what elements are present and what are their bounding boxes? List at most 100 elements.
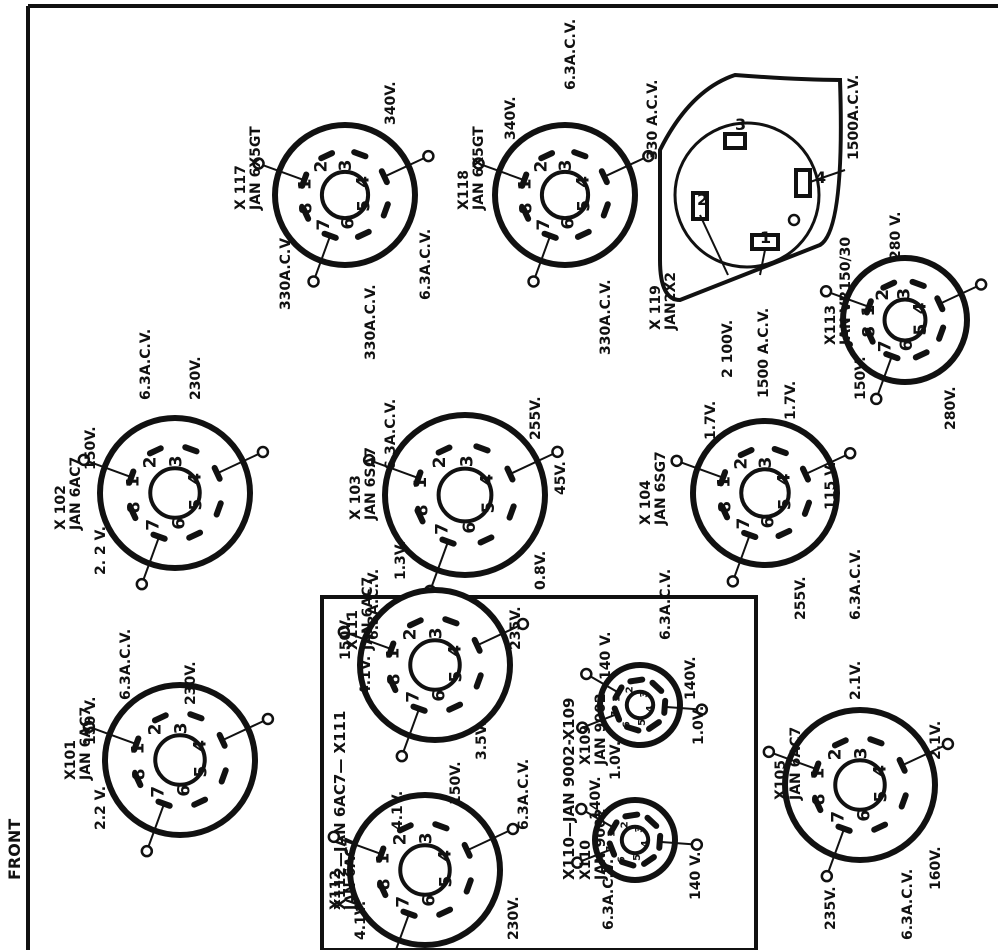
x104-pin-4-contact <box>799 465 811 483</box>
x101-pin-4-number: 4 <box>191 740 211 752</box>
x103-pin-7-number: 7 <box>433 523 453 535</box>
x112-pin-4-number: 4 <box>436 850 456 862</box>
x102-pin-7-lead <box>140 536 161 585</box>
x112-pin-6-number: 6 <box>419 895 439 907</box>
front-label: FRONT <box>5 819 24 880</box>
x110-voltage-label: 140V. <box>588 776 604 820</box>
x104-tube-type: JAN 6SG7 <box>653 451 669 526</box>
x104-pin-8-number: 8 <box>716 501 736 513</box>
x101-pin-7-lead <box>145 803 166 852</box>
x118-pin-1-number: 1 <box>515 178 535 190</box>
x119-voltage-label: 1500A.C.V. <box>846 75 862 160</box>
x112-pin-3-contact <box>432 821 450 832</box>
x119-voltage-label: 1500 A.C.V. <box>756 308 772 398</box>
x104-pin-2-contact <box>737 447 755 459</box>
x112-voltage-label: 6.3A.C.V. <box>516 759 532 830</box>
x113-pin-7-open-terminal <box>870 392 883 406</box>
x102-pin-1-lead <box>83 458 132 479</box>
x118-pin-6-contact <box>574 228 592 240</box>
x112-pin-1-open-terminal <box>327 830 341 844</box>
x112-pin-7-lead <box>394 913 411 950</box>
x118-pin-4-open-terminal <box>642 149 655 163</box>
x103-pin-1-lead <box>368 459 419 479</box>
x101-pin-8-number: 8 <box>129 768 149 780</box>
x118-pin-5-number: 5 <box>575 200 595 212</box>
x105-voltage-label: 160V. <box>928 846 944 890</box>
x103-pin-2-contact <box>435 444 453 456</box>
x112-pin-4-open-terminal <box>506 822 520 836</box>
x113-pin-3-contact <box>909 278 927 289</box>
x103-pin-5-number: 5 <box>479 501 499 513</box>
x111-pin-3-number: 3 <box>427 627 447 639</box>
x113-pin-1-open-terminal <box>819 285 833 298</box>
x103-pin-2-number: 2 <box>430 457 450 469</box>
x101-pin-8-contact <box>132 771 144 789</box>
x105-pin-3-number: 3 <box>852 747 872 759</box>
x111-pin-7-lead <box>400 708 421 757</box>
x104-pin-3-contact <box>771 446 789 457</box>
x110-pin-4-number: 4 <box>640 840 651 847</box>
x103-pin-4-number: 4 <box>478 474 498 486</box>
x102-voltage-label: 6.3A.C.V. <box>138 329 154 400</box>
x104-pin-2-number: 2 <box>731 458 751 470</box>
x101-voltage-label: 2.2 V. <box>93 786 109 830</box>
x101-pin-3-contact <box>187 711 205 722</box>
x110-tube-type: JAN 9002 <box>593 808 609 881</box>
x102-pin-6-contact <box>186 529 204 541</box>
x110-pin-5-number: 5 <box>632 854 643 861</box>
x110-pin-2-contact <box>622 811 641 820</box>
x112-voltage-label: 4.1V. <box>390 791 406 830</box>
x119-plate <box>658 72 843 303</box>
x112-pin-3-number: 3 <box>417 832 437 844</box>
x109-pin-5-number: 5 <box>637 719 648 726</box>
x119-lead-2 <box>699 214 729 276</box>
enclosure-title-lower: X110—JAN 9002-X109 <box>560 698 578 880</box>
x104-voltage-label: 1.7V. <box>703 401 719 440</box>
x101-pin-1-number: 1 <box>128 743 148 755</box>
x109-tube-type: JAN 9002 <box>593 693 609 766</box>
x102-voltage-label: 150V. <box>83 426 99 470</box>
x103-voltage-label: 45V. <box>553 461 569 495</box>
x111-voltage-label: 3.5V. <box>474 721 490 760</box>
x117-voltage-label: 330A.C.V. <box>278 234 294 310</box>
x117-voltage-label: 6.3A.C.V. <box>418 229 434 300</box>
x109-voltage-label: 6.3A.C.V. <box>658 569 674 640</box>
x109-pin-4-number: 4 <box>645 705 656 712</box>
x112-voltage-label: 4.1V. <box>353 901 369 940</box>
x102-pin-2-contact <box>146 445 164 457</box>
x105-pin-7-open-terminal <box>820 869 834 883</box>
x101-pin-1-open-terminal <box>82 720 96 734</box>
x117-designator: X 117 <box>233 165 249 210</box>
x105-pin-4-open-terminal <box>941 737 955 751</box>
x110-pin-7-contact <box>606 840 618 858</box>
x111-center-key <box>408 638 462 692</box>
x118-designator: X118 <box>456 170 472 210</box>
x109-pin-2-number: 2 <box>624 686 635 693</box>
x111-pin-7-open-terminal <box>395 749 409 763</box>
x119-tube-type: JAN2X2 <box>663 272 679 331</box>
x118-pin-5-contact <box>600 201 611 219</box>
x118-voltage-label: 330A.C.V. <box>598 279 614 355</box>
x117-pin-4-number: 4 <box>354 176 374 188</box>
x110-center-key <box>619 824 651 856</box>
x109-pin-2-contact <box>627 676 646 685</box>
x102-pin-4-number: 4 <box>186 473 206 485</box>
x101-pin-7-open-terminal <box>140 844 154 858</box>
x103-voltage-label: 255V. <box>528 396 544 440</box>
x117-pin-8-contact <box>300 204 312 222</box>
x104-pin-5-contact <box>801 499 812 517</box>
x119-contact-3 <box>723 132 747 150</box>
x111-pin-6-number: 6 <box>429 690 449 702</box>
x102-pin-3-contact <box>182 444 200 455</box>
x112-pin-5-contact <box>463 877 474 895</box>
enclosure-title-upper: X112—JAN 6AC7— X111 <box>331 711 349 910</box>
x109-pin-4-open-terminal <box>695 703 709 716</box>
x119-lead-1 <box>759 249 766 276</box>
x111-voltage-label: 4.1V. <box>358 656 374 695</box>
x102-pin-4-open-terminal <box>256 445 270 459</box>
x118-pin-6-number: 6 <box>558 218 578 230</box>
x104-pin-4-number: 4 <box>774 473 794 485</box>
